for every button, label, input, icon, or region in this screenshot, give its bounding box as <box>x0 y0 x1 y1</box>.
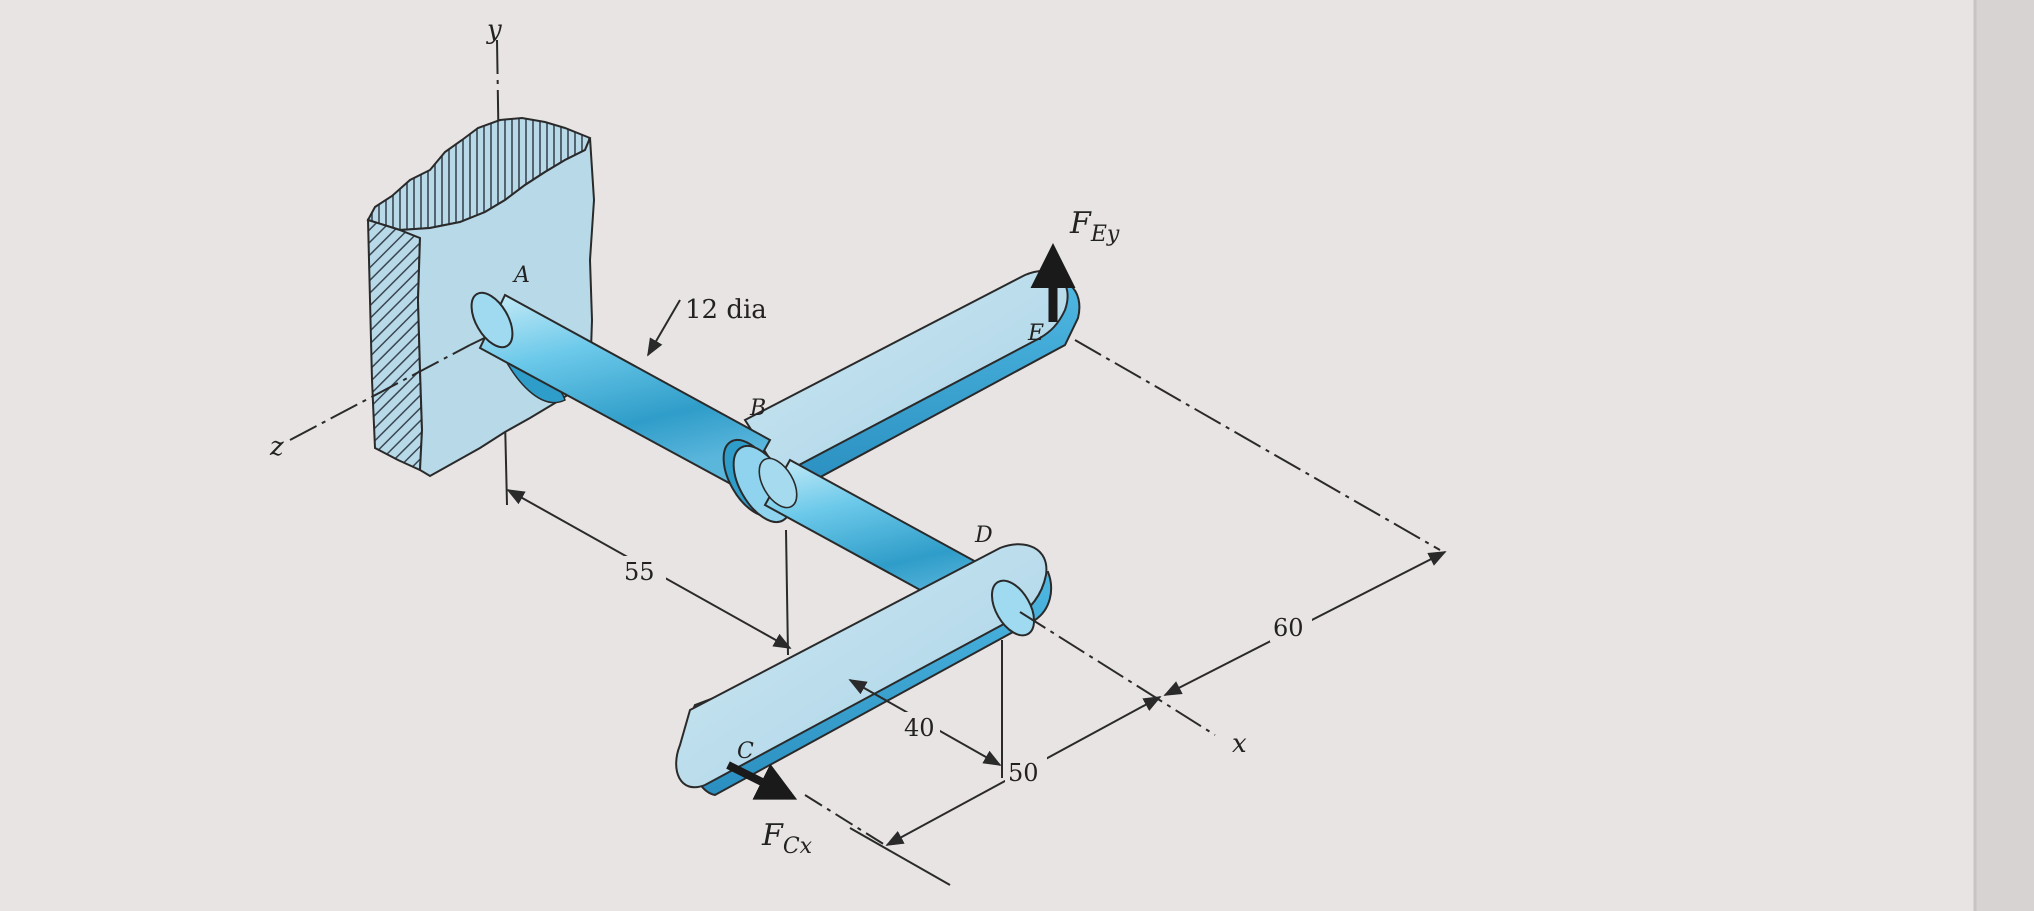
crank-arm-e <box>743 269 1081 490</box>
point-b-label: B <box>749 396 766 421</box>
shaft-end-d <box>990 579 1036 637</box>
centerline-c <box>804 794 886 846</box>
crank-arm-c <box>675 543 1053 797</box>
point-c-label: C <box>737 739 754 764</box>
dimension-55: 55 <box>506 489 792 656</box>
dimension-50: 50 <box>849 696 1162 886</box>
y-axis-label: y <box>486 15 502 45</box>
point-a-label: A <box>512 263 530 288</box>
dim-40-label: 40 <box>904 714 935 742</box>
force-fey: FEy <box>1030 206 1120 322</box>
dim-50-label: 50 <box>1008 759 1039 787</box>
centerline-e <box>1074 339 1441 551</box>
point-e-label: E <box>1027 321 1044 346</box>
shaft-end-a <box>470 291 514 349</box>
force-fey-label: FEy <box>1069 206 1120 247</box>
force-fcx-label: FCx <box>761 818 813 859</box>
point-d-label: D <box>974 523 993 548</box>
dim-60-label: 60 <box>1273 614 1304 642</box>
diameter-callout: 12 dia <box>647 295 767 357</box>
force-fcx: FCx <box>726 761 813 859</box>
x-axis: x <box>1019 611 1247 759</box>
dim-55-label: 55 <box>624 558 655 586</box>
dimension-60: 60 <box>1163 551 1447 696</box>
z-axis-label: z <box>269 432 284 462</box>
monitor-frame <box>1975 0 2034 911</box>
diameter-label: 12 dia <box>685 295 767 325</box>
x-axis-label: x <box>1232 729 1247 759</box>
